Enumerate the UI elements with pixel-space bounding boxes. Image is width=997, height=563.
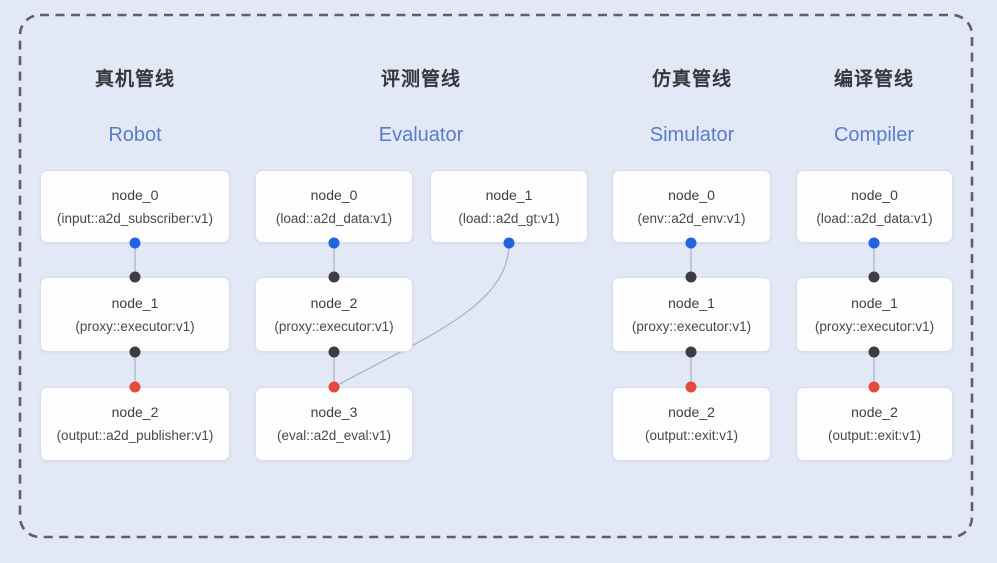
node-name: node_1 (668, 294, 715, 311)
node-name: node_2 (111, 404, 159, 420)
pipeline-title-compiler-zh: 编译管线 (833, 69, 914, 90)
node-name: node_0 (310, 186, 358, 203)
node-card-simulator-node2: node_2 (output::exit:v1) (612, 387, 771, 461)
node-card-evaluator-node3: node_3 (eval::a2d_eval:v1) (255, 387, 413, 461)
port-dot-black (129, 346, 141, 358)
node-name: node_1 (111, 294, 159, 311)
port-dot-blue (129, 237, 141, 249)
node-impl: (env::a2d_env:v1) (637, 210, 746, 226)
node-impl: (load::a2d_data:v1) (816, 210, 933, 226)
node-impl: (eval::a2d_eval:v1) (276, 428, 392, 443)
node-impl: (proxy::executor:v1) (274, 318, 394, 334)
pipeline-title-evaluator-en: Evaluator (378, 124, 464, 146)
pipeline-title-compiler-en: Compiler (833, 124, 915, 146)
port-dot-blue (868, 237, 880, 249)
node-name: node_2 (668, 404, 715, 420)
port-dot-red (129, 381, 141, 393)
node-impl: (proxy::executor:v1) (631, 318, 752, 334)
port-dot-black (129, 271, 141, 283)
pipeline-title-simulator-zh: 仿真管线 (651, 69, 732, 90)
port-dot-red (685, 381, 697, 393)
node-name: node_3 (310, 404, 358, 420)
node-card-robot-node1: node_1 (proxy::executor:v1) (40, 277, 230, 352)
node-name: node_1 (485, 186, 533, 203)
node-card-robot-node0: node_0 (input::a2d_subscriber:v1) (40, 170, 230, 243)
port-dot-black (328, 346, 340, 358)
node-card-compiler-node1: node_1 (proxy::executor:v1) (796, 277, 953, 352)
node-card-simulator-node0: node_0 (env::a2d_env:v1) (612, 170, 771, 243)
node-card-compiler-node2: node_2 (output::exit:v1) (796, 387, 953, 461)
port-dot-black (328, 271, 340, 283)
node-impl: (load::a2d_gt:v1) (458, 210, 560, 226)
node-card-evaluator-node1: node_1 (load::a2d_gt:v1) (430, 170, 588, 243)
node-impl: (output::a2d_publisher:v1) (56, 428, 214, 443)
node-card-evaluator-node2: node_2 (proxy::executor:v1) (255, 277, 413, 352)
node-impl: (proxy::executor:v1) (75, 318, 195, 334)
port-dot-black (868, 346, 880, 358)
node-card-compiler-node0: node_0 (load::a2d_data:v1) (796, 170, 953, 243)
node-name: node_1 (851, 294, 898, 311)
node-impl: (input::a2d_subscriber:v1) (56, 210, 214, 226)
node-impl: (load::a2d_data:v1) (275, 210, 393, 226)
pipeline-title-simulator-en: Simulator (649, 124, 735, 146)
edge-curve (333, 242, 510, 388)
node-name: node_2 (310, 294, 358, 311)
pipeline-title-robot-zh: 真机管线 (94, 69, 175, 90)
node-card-evaluator-node0: node_0 (load::a2d_data:v1) (255, 170, 413, 243)
node-card-robot-node2: node_2 (output::a2d_publisher:v1) (40, 387, 230, 461)
node-card-simulator-node1: node_1 (proxy::executor:v1) (612, 277, 771, 352)
port-dot-blue (503, 237, 515, 249)
node-name: node_0 (851, 186, 898, 203)
port-dot-blue (328, 237, 340, 249)
node-impl: (proxy::executor:v1) (814, 318, 935, 334)
node-name: node_0 (668, 186, 715, 203)
pipeline-title-evaluator-zh: 评测管线 (380, 69, 461, 90)
node-name: node_0 (111, 186, 159, 203)
port-dot-red (328, 381, 340, 393)
port-dot-black (685, 271, 697, 283)
node-impl: (output::exit:v1) (827, 428, 922, 443)
port-dot-black (868, 271, 880, 283)
dashed-frame (18, 13, 974, 539)
port-dot-blue (685, 237, 697, 249)
node-impl: (output::exit:v1) (644, 428, 739, 443)
port-dot-black (685, 346, 697, 358)
node-name: node_2 (851, 404, 898, 420)
port-dot-red (868, 381, 880, 393)
pipeline-title-robot-en: Robot (108, 124, 162, 146)
